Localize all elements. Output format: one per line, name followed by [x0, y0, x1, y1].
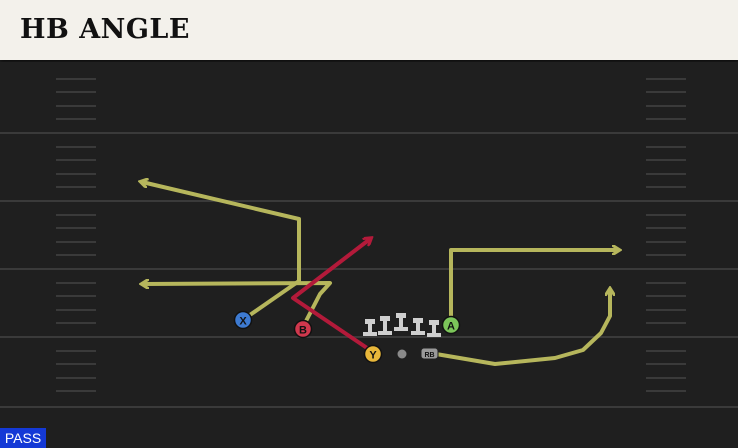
center-icon [394, 313, 408, 331]
player-x: X [233, 310, 253, 330]
quarterback-icon [397, 349, 407, 359]
route-b-in [143, 283, 332, 324]
route-x-deep-in [142, 182, 301, 319]
player-y: Y [363, 344, 383, 364]
yard-lines [0, 132, 738, 408]
player-y-label: Y [369, 350, 377, 362]
left-guard-icon [378, 316, 392, 335]
player-b: B [293, 319, 313, 339]
right-guard-icon [411, 318, 425, 335]
hash-marks-right [646, 78, 686, 392]
right-tackle-icon [427, 320, 441, 337]
player-rb-label: RB [424, 352, 434, 359]
player-x-label: X [239, 316, 247, 328]
player-a-label: A [447, 321, 455, 333]
player-rb: RB [420, 347, 439, 360]
hash-marks-left [56, 78, 96, 392]
route-y-hot [291, 239, 370, 352]
route-rb-angle [435, 290, 610, 366]
title-bar: HB ANGLE [0, 0, 738, 60]
route-a-out [449, 250, 618, 320]
player-b-label: B [299, 325, 307, 337]
play-type-badge: PASS [0, 428, 46, 448]
offensive-line [363, 313, 441, 337]
play-title: HB ANGLE [20, 14, 190, 45]
player-a: A [441, 315, 461, 335]
left-tackle-icon [363, 319, 377, 336]
play-diagram: RB X B Y A [0, 62, 738, 448]
